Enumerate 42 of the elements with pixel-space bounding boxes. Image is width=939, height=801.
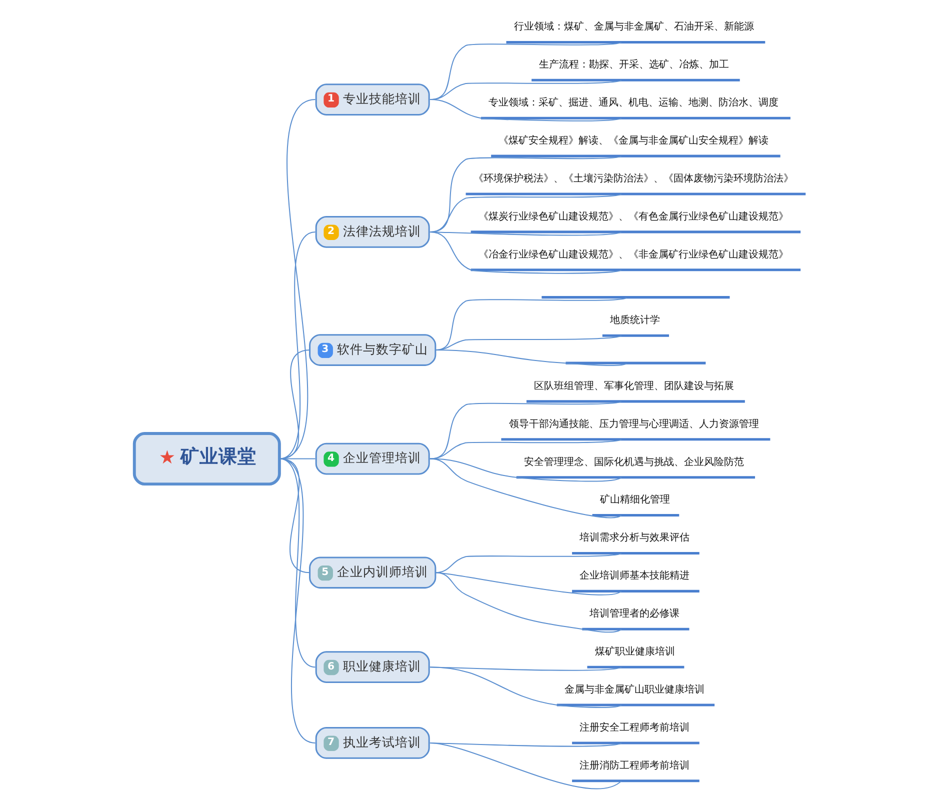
node-text: 区队班组管理、军事化管理、团队建设与拓展 bbox=[534, 380, 734, 392]
node-text: 注册安全工程师考前培训 bbox=[579, 722, 690, 734]
node-box: 7 执业考试培训 bbox=[314, 727, 430, 759]
node-text: 培训需求分析与效果评估 bbox=[579, 532, 690, 544]
node-text: 注册消防工程师考前培训 bbox=[579, 760, 690, 772]
node-text: 矿山精细化管理 bbox=[599, 494, 670, 506]
node-box: 2 法律法规培训 bbox=[314, 216, 430, 248]
connector bbox=[278, 231, 315, 460]
node-box: 1 专业技能培训 bbox=[314, 84, 430, 116]
connector bbox=[429, 666, 622, 708]
node-text: 地质统计学 bbox=[609, 315, 660, 326]
node-bar bbox=[565, 362, 706, 364]
node-text: 专业领域：采矿、掘进、通风、机电、运输、地测、防治水、调度 bbox=[488, 98, 778, 109]
node-text: 《环境保护税法》、《土壤污染防治法》、《固体废物污染环境防治法》 bbox=[472, 173, 793, 184]
connector bbox=[434, 572, 622, 633]
node-text: 煤矿职业健康培训 bbox=[594, 646, 674, 658]
node-text: 《冶金行业绿色矿山建设规范》、《非金属矿行业绿色矿山建设规范》 bbox=[478, 249, 788, 260]
node-box: 4 企业管理培训 bbox=[314, 442, 430, 475]
node-box: 6 职业健康培训 bbox=[314, 651, 430, 684]
node-box: 3 软件与数字矿山 bbox=[308, 334, 436, 366]
node-text: 《煤矿安全规程》解读、《金属与非金属矿山安全规程》解读 bbox=[498, 135, 768, 146]
connector bbox=[429, 400, 622, 460]
connector bbox=[429, 742, 622, 790]
node-text: 安全管理理念、国际化机遇与挑战、企业风险防范 bbox=[523, 456, 744, 468]
node-box: 5 企业内训师培训 bbox=[308, 556, 436, 589]
connector bbox=[434, 350, 626, 366]
connector bbox=[278, 99, 315, 460]
connector bbox=[429, 458, 622, 518]
connector bbox=[429, 99, 622, 122]
node-text: 生产流程：勘探、开采、选矿、冶炼、加工 bbox=[538, 60, 729, 71]
node-bar bbox=[541, 296, 730, 299]
connector bbox=[429, 231, 622, 274]
node-text: 金属与非金属矿山职业健康培训 bbox=[564, 684, 704, 696]
node-text: 培训管理者的必修课 bbox=[589, 608, 680, 620]
connector bbox=[429, 438, 622, 460]
node-text: 企业培训师基本技能精进 bbox=[579, 570, 690, 582]
connector bbox=[434, 572, 622, 596]
node-text: 领导干部沟通技能、压力管理与心理调适、人力资源管理 bbox=[508, 418, 758, 430]
node-text: 《煤炭行业绿色矿山建设规范》、《有色金属行业绿色矿山建设规范》 bbox=[478, 211, 788, 222]
node-text: 行业领域：煤矿、金属与非金属矿、石油开采、新能源 bbox=[513, 22, 754, 33]
connector bbox=[278, 458, 315, 744]
node-box: ★ 矿业课堂 bbox=[132, 432, 280, 486]
